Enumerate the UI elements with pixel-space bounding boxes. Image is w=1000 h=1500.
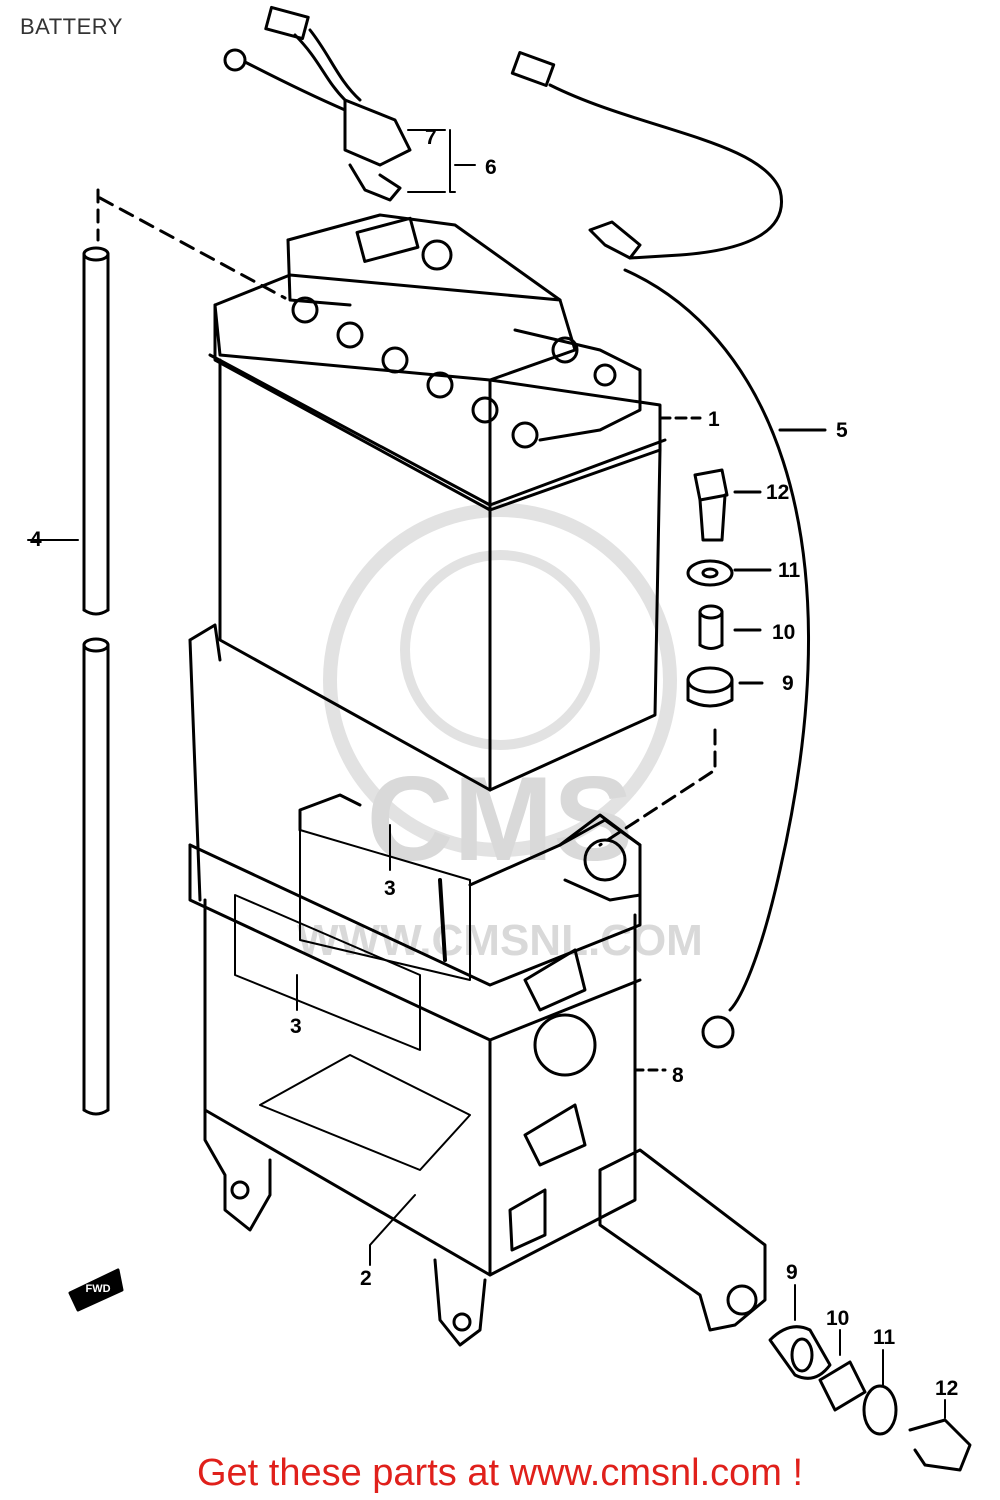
label-part-6: 6 (485, 156, 497, 179)
label-part-12-lower: 12 (935, 1377, 958, 1400)
fuse-harness (223, 5, 412, 202)
mount-hardware-upper (598, 468, 772, 847)
label-part-11-upper: 11 (778, 559, 801, 582)
cta-banner-link[interactable]: Get these parts at www.cmsnl.com ! (196, 1452, 804, 1494)
label-part-3a: 3 (384, 877, 396, 900)
leader-lines (27, 129, 476, 1266)
label-part-9-lower: 9 (786, 1261, 798, 1284)
label-part-12-upper: 12 (766, 481, 789, 504)
battery (208, 213, 702, 792)
label-part-10-upper: 10 (772, 621, 795, 644)
label-part-10-lower: 10 (826, 1307, 849, 1330)
label-part-4: 4 (30, 528, 42, 551)
page-title: BATTERY (20, 14, 123, 39)
vent-tube (82, 188, 287, 1116)
label-part-11-lower: 11 (873, 1326, 896, 1349)
front-arrow-icon: FWD (68, 1268, 124, 1312)
label-part-7: 7 (425, 126, 437, 149)
mount-hardware-lower (768, 1284, 972, 1472)
front-arrow-label: FWD (85, 1283, 110, 1295)
ground-cable (510, 51, 827, 1049)
label-part-5: 5 (836, 419, 848, 442)
label-part-2: 2 (360, 1267, 372, 1290)
watermark: CMS WWW.CMSNL.COM (297, 503, 703, 965)
label-part-3b: 3 (290, 1015, 302, 1038)
label-part-1: 1 (708, 408, 720, 431)
battery-holder (188, 623, 767, 1347)
label-part-8: 8 (672, 1064, 684, 1087)
part-labels: 1 2 3 3 4 5 6 7 8 9 10 11 12 9 10 11 12 (30, 126, 958, 1400)
label-part-9-upper: 9 (782, 672, 794, 695)
